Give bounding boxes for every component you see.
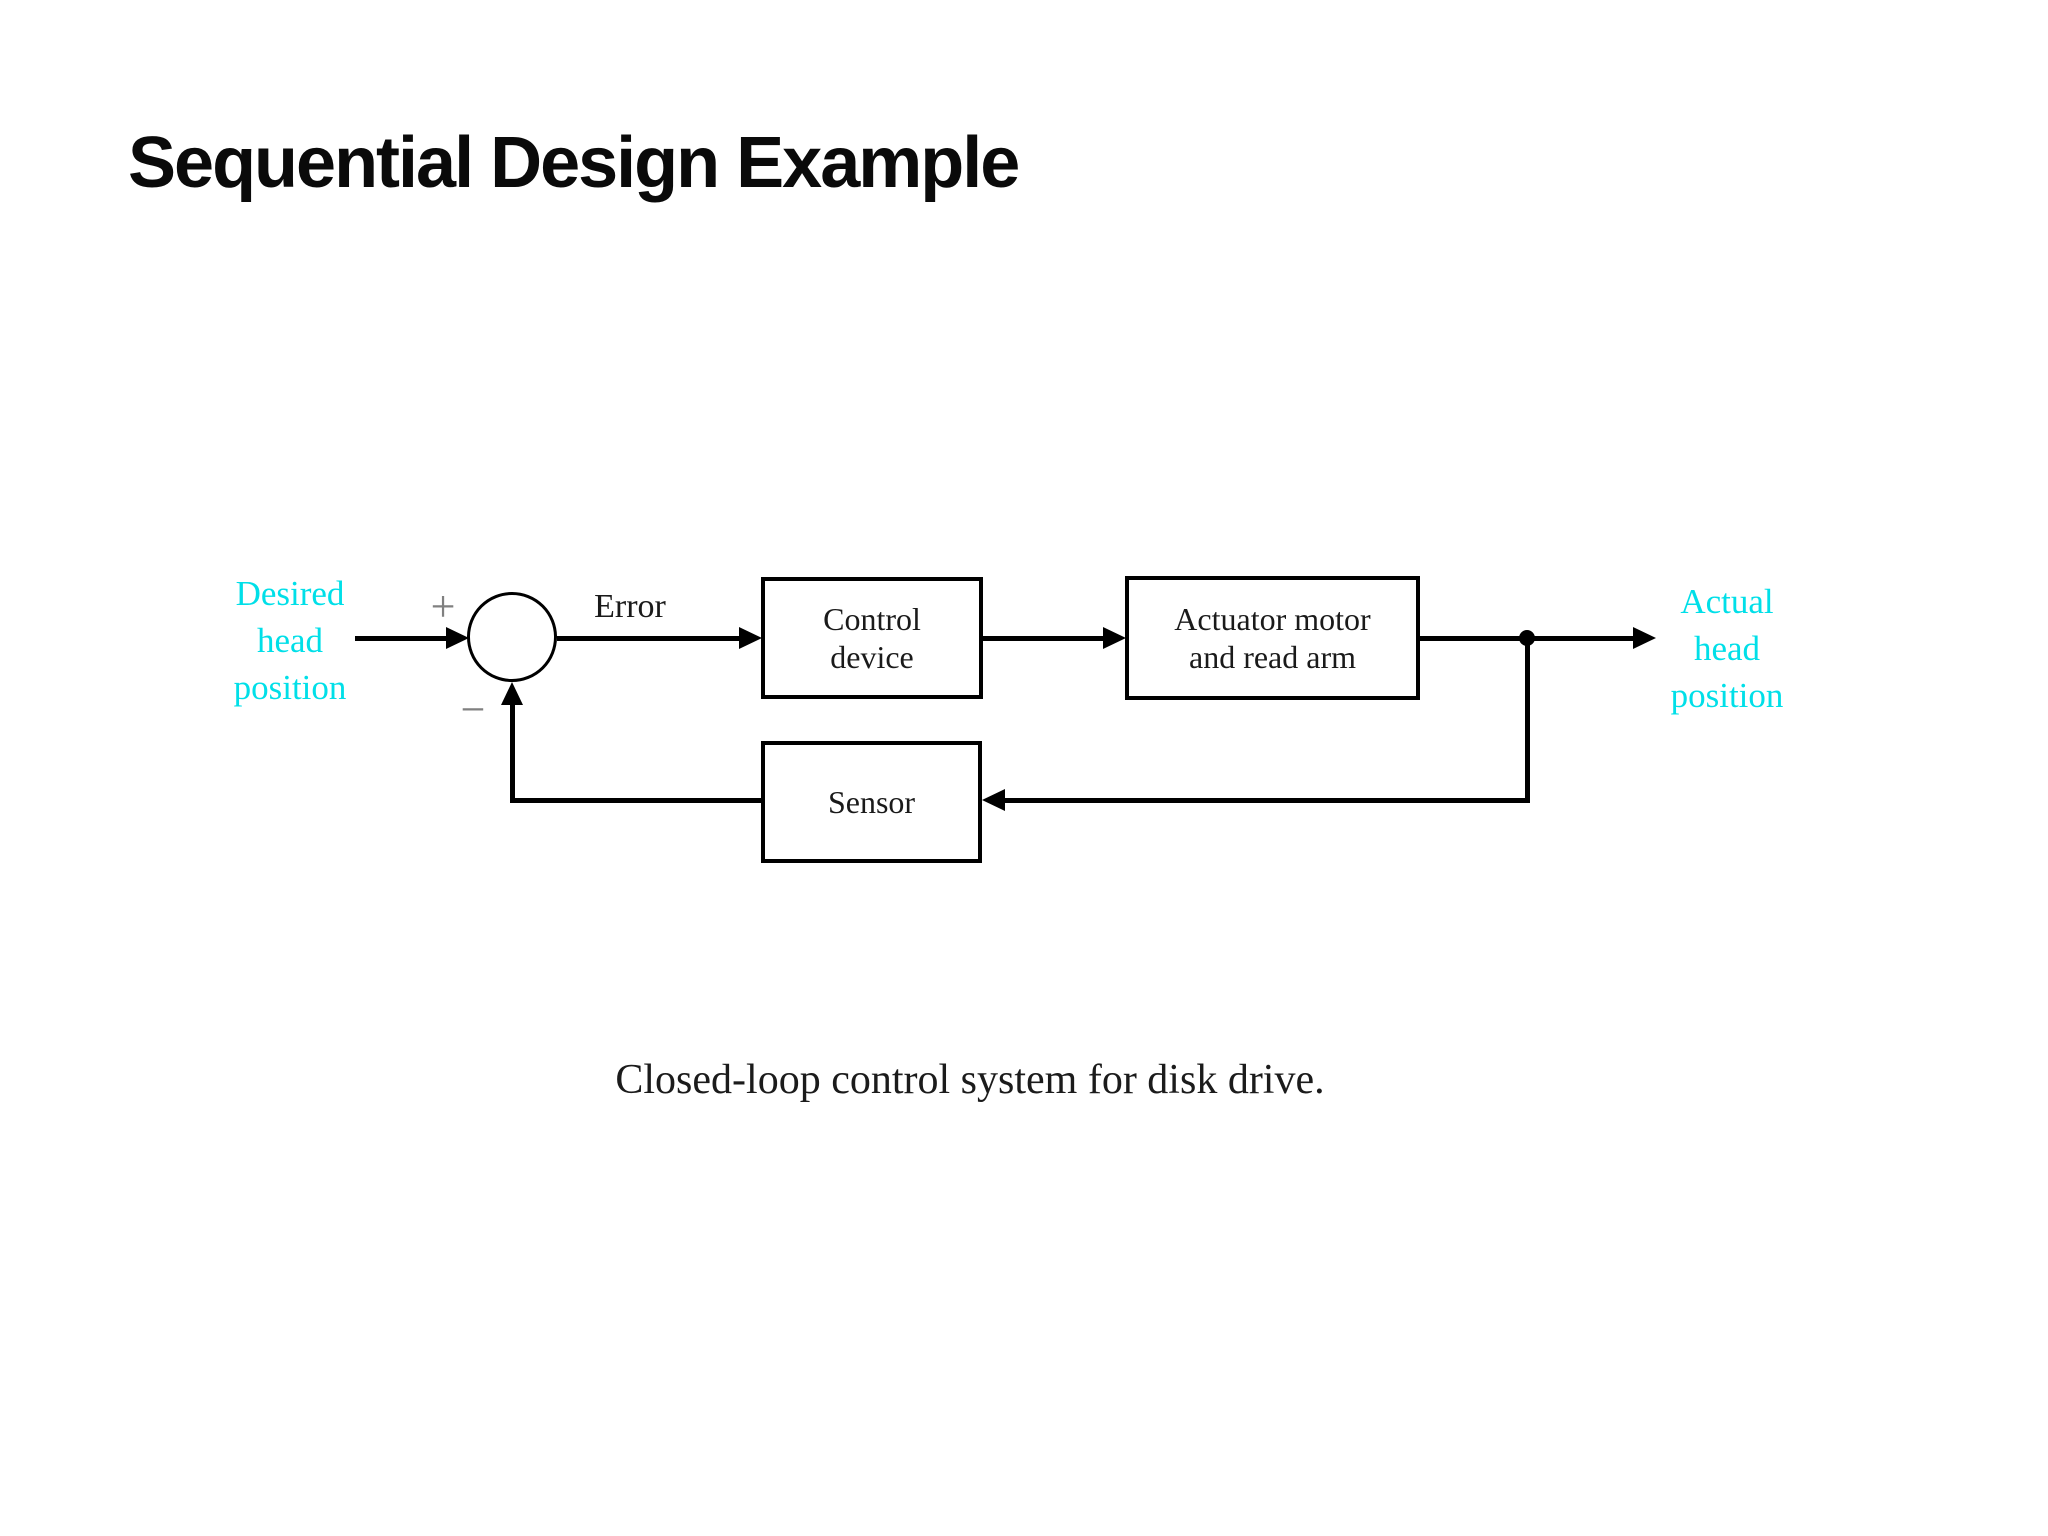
actuator-motor-block: Actuator motor and read arm — [1125, 576, 1420, 700]
input-signal-label: Desired head position — [233, 574, 347, 707]
minus-sign: − — [460, 685, 486, 734]
control-to-actuator-line — [983, 636, 1103, 641]
feedback-left-vertical-line — [510, 704, 515, 803]
control-device-block: Control device — [761, 577, 983, 699]
figure-caption: Closed-loop control system for disk driv… — [615, 1057, 1325, 1103]
input-line — [355, 636, 448, 641]
error-line — [557, 636, 739, 641]
arrowhead-right-icon — [1103, 627, 1126, 649]
feedback-right-vertical-line — [1525, 638, 1530, 803]
arrowhead-right-icon — [739, 627, 762, 649]
arrowhead-left-icon — [982, 789, 1005, 811]
page-title: Sequential Design Example — [128, 123, 1020, 203]
arrowhead-right-icon — [446, 627, 469, 649]
summing-junction — [467, 592, 557, 682]
error-signal-label: Error — [594, 588, 666, 625]
output-signal-label: Actual head position — [1670, 582, 1784, 715]
plus-sign: + — [430, 582, 456, 631]
feedback-right-horizontal-line — [1004, 798, 1530, 803]
arrowhead-up-icon — [501, 682, 523, 705]
arrowhead-right-icon — [1633, 627, 1656, 649]
sensor-block: Sensor — [761, 741, 982, 863]
feedback-left-horizontal-line — [510, 798, 761, 803]
